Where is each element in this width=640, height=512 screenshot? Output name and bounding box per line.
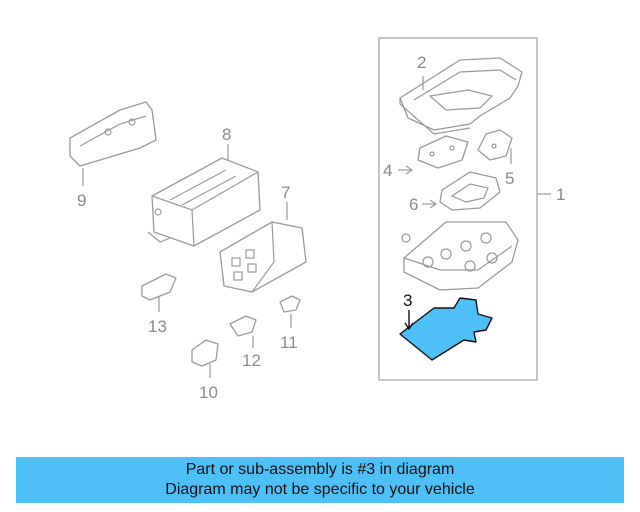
assembly-box [378,37,538,381]
part-12-clip[interactable] [229,315,257,348]
parts-diagram: 1 2 3 4 5 6 7 8 9 10 11 12 13 [69,37,565,402]
banner-line-1: Part or sub-assembly is #3 in diagram [185,461,455,478]
callout-8: 8 [222,125,231,144]
part-7-connector-block[interactable] [219,202,307,293]
callout-6: 6 [409,195,418,214]
callout-9: 9 [77,191,86,210]
info-banner: Part or sub-assembly is #3 in diagram Di… [16,457,624,503]
callout-2: 2 [417,53,426,72]
part-8-housing[interactable] [147,144,261,247]
part-5-bracket[interactable] [477,129,513,164]
callout-3: 3 [403,291,412,310]
banner-line-2: Diagram may not be specific to your vehi… [165,481,475,498]
part-13-clip[interactable] [141,273,177,312]
callout-1: 1 [556,185,565,204]
callout-13: 13 [148,317,167,336]
callout-5: 5 [505,169,514,188]
callout-12: 12 [242,351,261,370]
part-11-clip[interactable] [279,295,301,328]
part-3-insulator[interactable] [399,297,493,361]
part-6-gasket[interactable] [422,171,501,211]
callout-4: 4 [383,161,392,180]
callout-10: 10 [199,383,218,402]
part-1-hydraulic-block[interactable] [401,221,519,291]
part-4-plate[interactable] [398,135,469,175]
part-9-mounting-bracket[interactable] [69,101,157,186]
callout-7: 7 [281,183,290,202]
part-10-relay[interactable] [191,339,219,378]
part-2-module-cover[interactable] [399,57,523,135]
callout-11: 11 [280,333,298,352]
